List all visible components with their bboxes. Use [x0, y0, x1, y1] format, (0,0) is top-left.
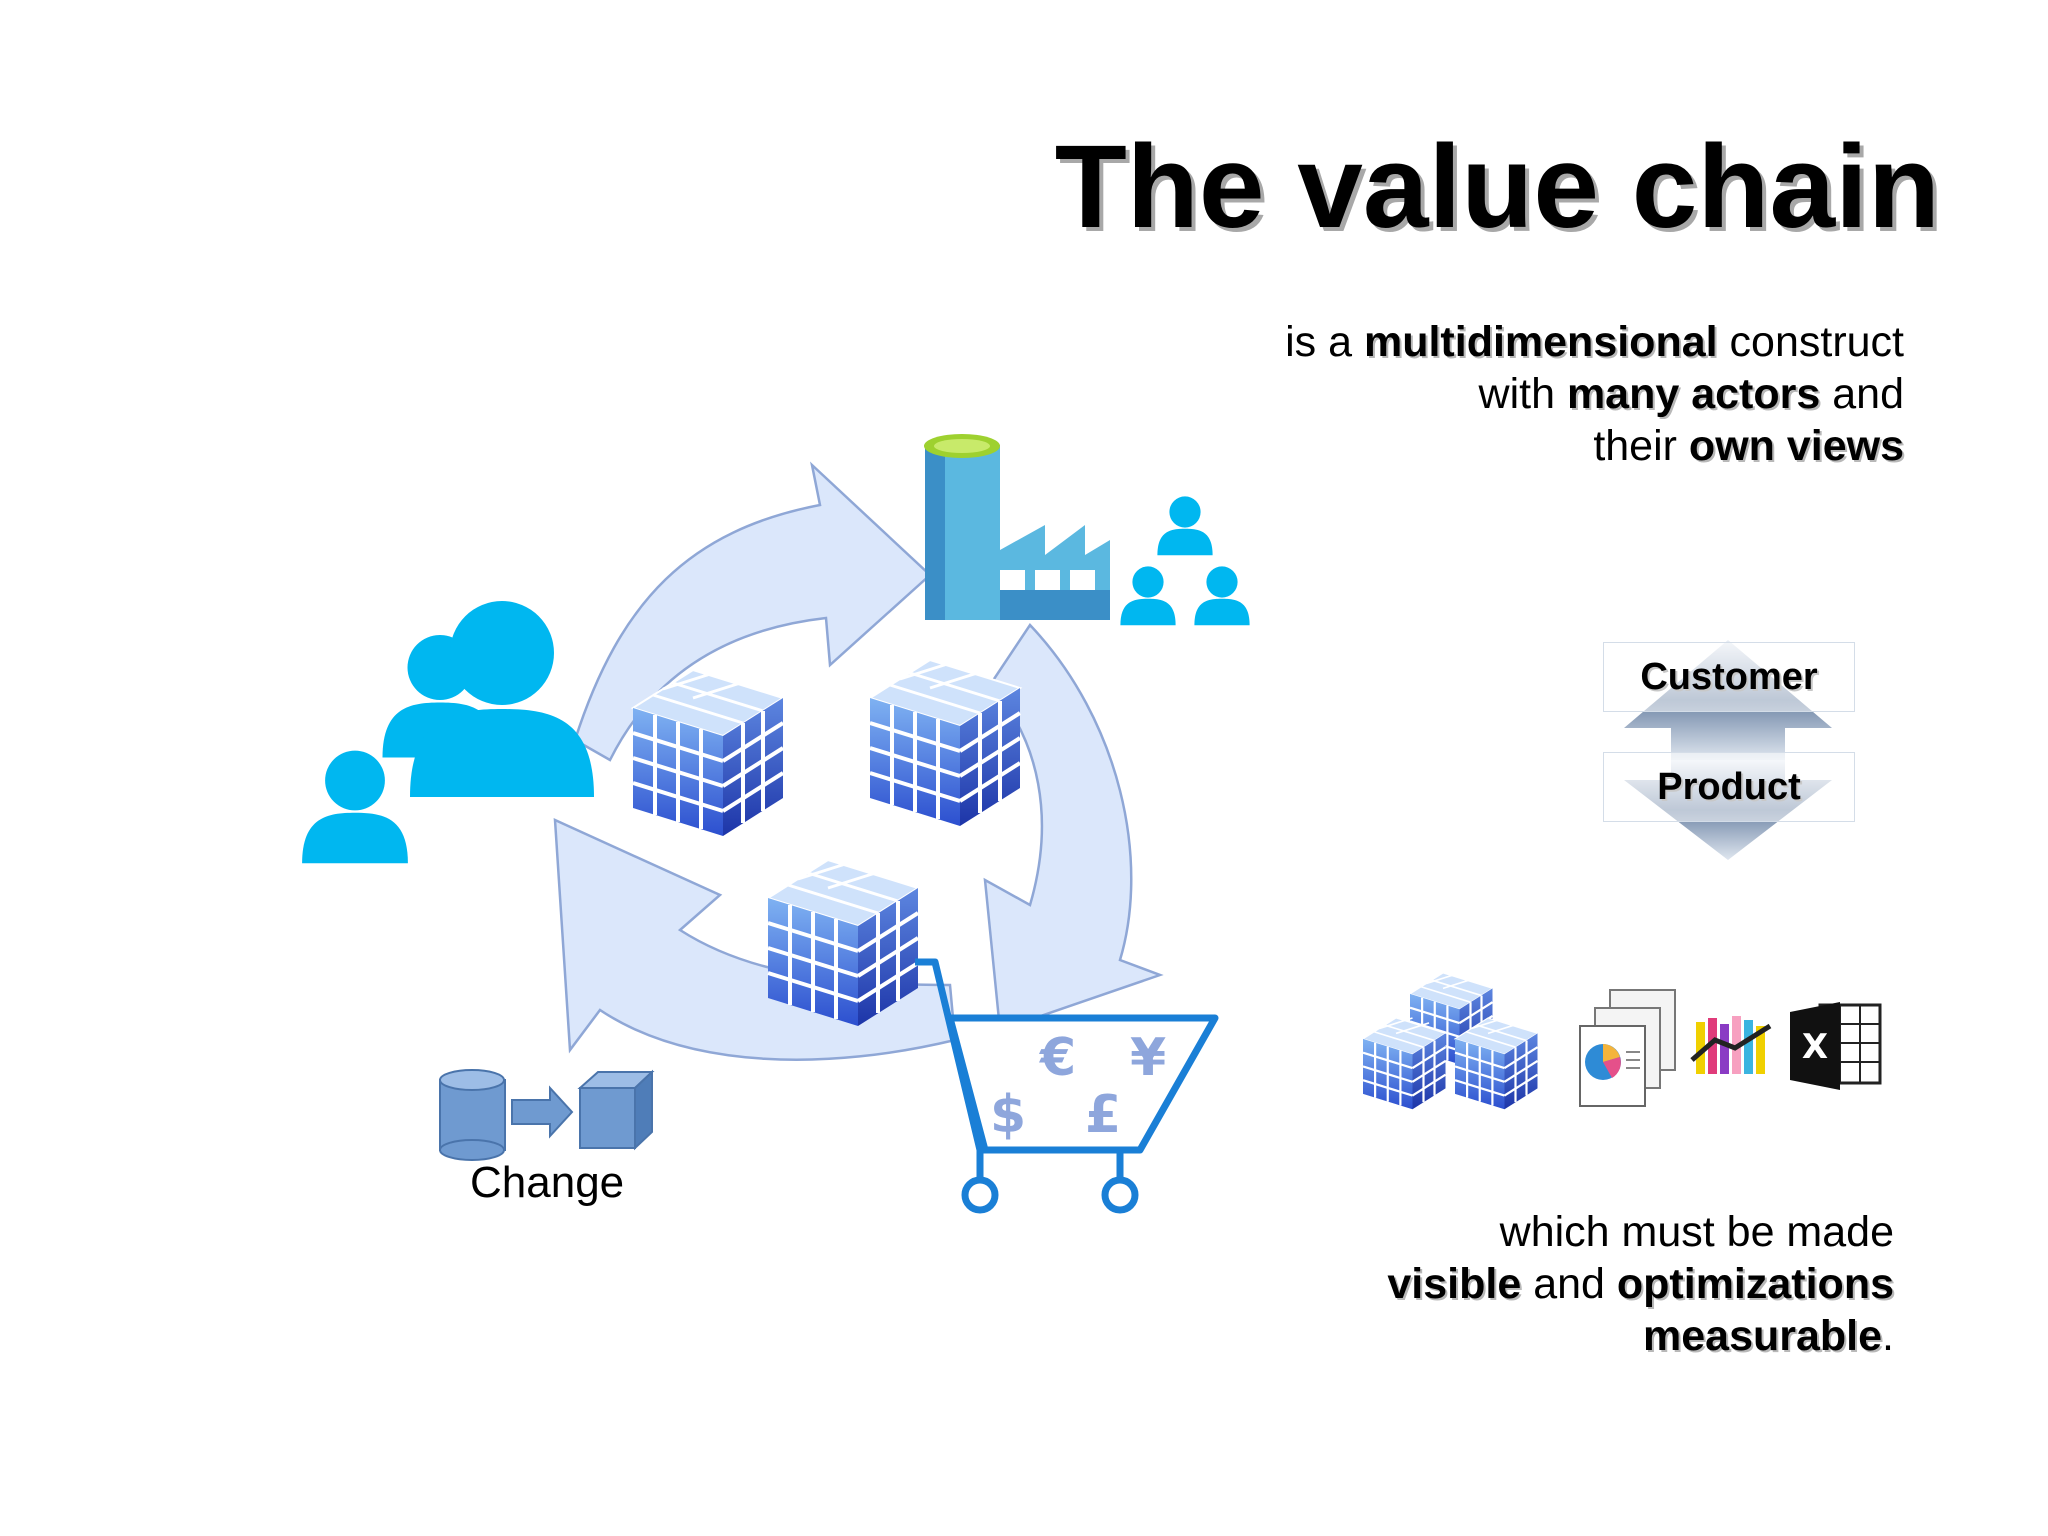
- closing-statement: which must be made visible and optimizat…: [1387, 1206, 1894, 1362]
- svg-text:X: X: [1802, 1027, 1828, 1067]
- olap-cube-icon: [868, 658, 1022, 828]
- excel-icon: X: [1790, 1002, 1882, 1090]
- org-chart-icon: [1120, 496, 1250, 626]
- closing-emphasis: optimizations: [1616, 1260, 1894, 1308]
- olap-cube-icon: [766, 858, 920, 1028]
- report-icon: [1579, 989, 1676, 1107]
- page-title: The value chain: [1054, 121, 1940, 253]
- bar-line-chart-icon: [1690, 1016, 1772, 1074]
- factory-icon: [924, 434, 1110, 620]
- tagline-emphasis: many actors: [1566, 370, 1821, 418]
- dimension-product-label: Product: [1603, 752, 1855, 822]
- tagline-text: and: [1820, 370, 1904, 418]
- closing-text: and: [1521, 1260, 1617, 1308]
- closing-line-1: which must be made: [1387, 1206, 1894, 1258]
- closing-text: which must be made: [1499, 1208, 1894, 1256]
- olap-cube-icon: [1453, 1016, 1539, 1111]
- closing-line-2: visible and optimizations: [1387, 1258, 1894, 1310]
- tagline-text: is a: [1285, 318, 1364, 366]
- tagline-text: construct: [1717, 318, 1904, 366]
- closing-line-3: measurable.: [1387, 1310, 1894, 1362]
- tagline-line-3: their own views: [1285, 420, 1904, 472]
- tagline-emphasis: own views: [1688, 422, 1904, 470]
- dimension-customer-label: Customer: [1603, 642, 1855, 712]
- currency-dollar: $: [990, 1085, 1026, 1145]
- olap-cube-icon: [631, 668, 785, 838]
- change-label: Change: [470, 1158, 625, 1207]
- closing-emphasis: measurable: [1643, 1312, 1883, 1360]
- tagline: is a multidimensional construct with man…: [1285, 316, 1904, 472]
- currency-euro: €: [1039, 1028, 1076, 1088]
- database-to-cube-icon: [439, 1069, 655, 1161]
- closing-text: .: [1882, 1312, 1894, 1360]
- closing-emphasis: visible: [1387, 1260, 1522, 1308]
- tagline-line-1: is a multidimensional construct: [1285, 316, 1904, 368]
- currency-pound: £: [1085, 1085, 1121, 1145]
- cycle-arrow-right: [983, 623, 1164, 1032]
- shopping-cart-icon: [915, 958, 1219, 1214]
- currency-yen: ¥: [1130, 1028, 1166, 1088]
- tagline-text: with: [1478, 370, 1567, 418]
- people-group-icon: [302, 601, 594, 864]
- tagline-emphasis: multidimensional: [1363, 318, 1718, 366]
- tagline-text: their: [1593, 422, 1689, 470]
- tagline-line-2: with many actors and: [1285, 368, 1904, 420]
- olap-cube-icon: [1361, 1016, 1447, 1111]
